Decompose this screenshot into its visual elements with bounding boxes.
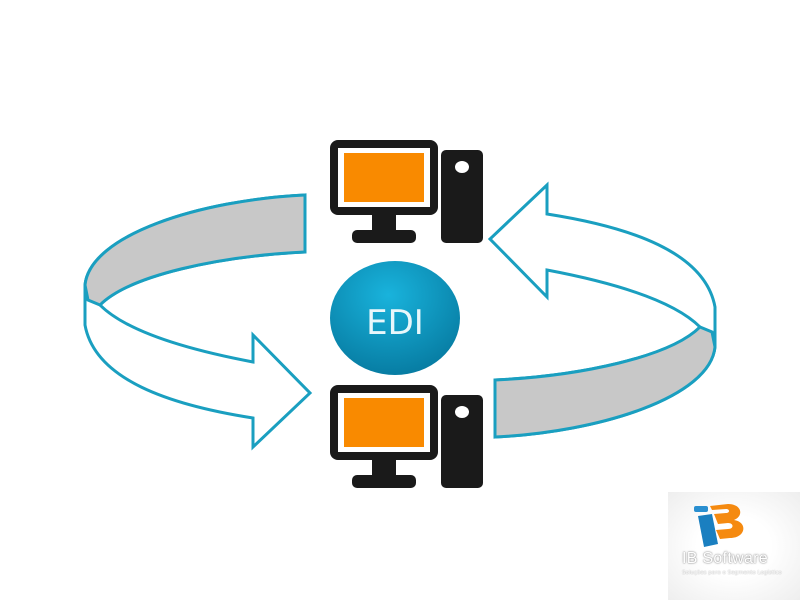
edi-label: EDI <box>366 303 424 343</box>
ib-logo-icon <box>694 504 744 547</box>
flow-arrow-left <box>83 193 312 449</box>
flow-arrow-right <box>488 183 717 439</box>
ib-software-logo: IB Software Soluções para o Segmento Log… <box>668 492 800 600</box>
desktop-computer-icon <box>330 140 483 243</box>
logo-tagline: Soluções para o Segmento Logístico <box>682 570 782 576</box>
edi-circle <box>330 261 460 375</box>
logo-name: IB Software <box>682 550 769 567</box>
desktop-computer-icon <box>330 385 483 488</box>
